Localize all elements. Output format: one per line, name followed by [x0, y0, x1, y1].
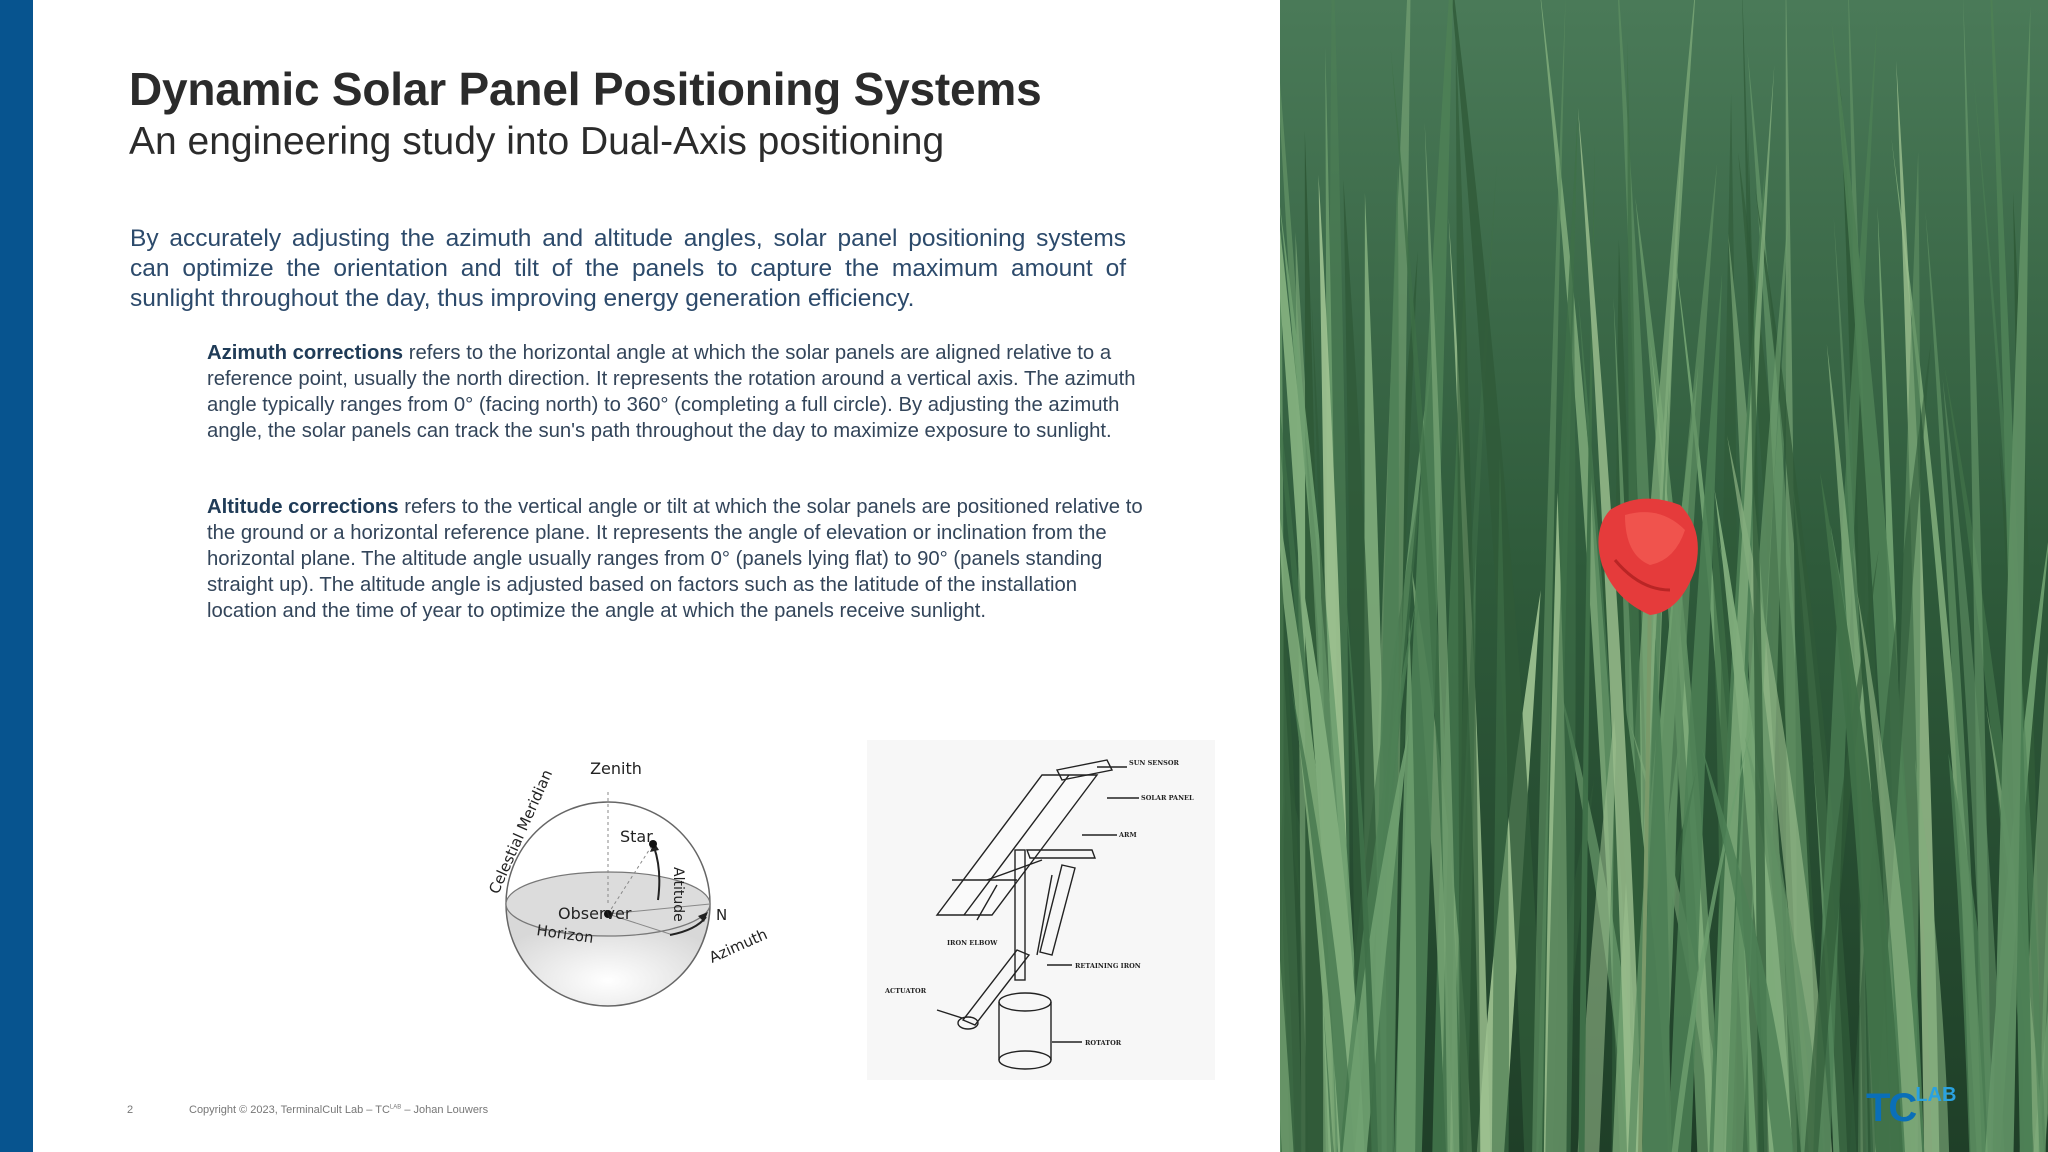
altitude-label: Altitude [670, 867, 686, 922]
azimuth-paragraph: Azimuth corrections refers to the horizo… [207, 340, 1147, 444]
altitude-text: refers to the vertical angle or tilt at … [207, 496, 1143, 622]
intro-paragraph: By accurately adjusting the azimuth and … [130, 225, 1126, 312]
rotator-label: ROTATOR [1085, 1039, 1122, 1047]
celestial-sphere-diagram: Zenith Celestial Meridian Star Altitude … [485, 759, 770, 1007]
grass-blade [1342, 729, 1409, 1152]
grass-blade [1424, 121, 1460, 1152]
grass-blade [1280, 549, 1309, 1152]
grass-blade [1491, 457, 1509, 1152]
north-label: N [716, 906, 727, 924]
grass-blade [1629, 722, 1728, 1152]
grass-blade [1280, 960, 1294, 1152]
grass-blade [1942, 378, 2005, 1152]
grass-poppy-photo [1280, 0, 2048, 1152]
arm-label: ARM [1118, 831, 1137, 839]
grass-blade [1578, 143, 1595, 1152]
grass-blade [1577, 686, 1618, 1152]
azimuth-label: Azimuth [706, 925, 770, 967]
grass-blade [1476, 589, 1541, 1152]
altitude-paragraph: Altitude corrections refers to the verti… [207, 494, 1147, 624]
slide-title: Dynamic Solar Panel Positioning Systems [129, 63, 1042, 115]
actuator-label: ACTUATOR [884, 987, 927, 995]
zenith-label: Zenith [590, 759, 642, 778]
grass-blade [1972, 59, 2046, 1152]
azimuth-line [607, 913, 674, 936]
grass-blade [1668, 272, 1723, 1152]
sun-sensor-label: SUN SENSOR [1129, 759, 1180, 767]
grass-blade [1344, 576, 1378, 1152]
azimuth-arrowhead [698, 912, 708, 922]
accent-bar [0, 0, 33, 1152]
grass-blade [1642, 637, 1670, 1152]
solar-panel-label: SOLAR PANEL [1141, 794, 1194, 802]
page-number: 2 [127, 1104, 134, 1116]
azimuth-term: Azimuth corrections [207, 342, 404, 364]
grass-blade [1748, 129, 1768, 1152]
solar-tracker-diagram: SUN SENSOR SOLAR PANEL ARM IRON ELBOW RE… [867, 740, 1215, 1080]
grass-blade [1713, 64, 1775, 1152]
observer-point [604, 910, 612, 918]
grass-blade [1914, 758, 1950, 1152]
north-line [607, 903, 711, 915]
grass-blade [1831, 20, 1925, 1152]
grass-blade [1545, 263, 1576, 1152]
grass-blade [1925, 210, 1982, 1152]
grass-blade [1671, 714, 1755, 1152]
slide-subtitle: An engineering study into Dual-Axis posi… [129, 120, 945, 163]
iron-elbow-label: IRON ELBOW [947, 939, 998, 947]
grass-blade [1291, 686, 1355, 1152]
grass-blade [1992, 5, 2031, 1152]
grass-blade [1396, 616, 1417, 1152]
grass-blade [1819, 471, 1903, 1152]
poppy-flower [1598, 498, 1698, 1152]
meridian-label: Celestial Meridian [485, 767, 556, 897]
grass-blade [1857, 590, 1923, 1152]
copyright-footer: Copyright © 2023, TerminalCult Lab – TCL… [189, 1104, 489, 1116]
azimuth-text: refers to the horizontal angle at which … [207, 342, 1136, 442]
slide: Dynamic Solar Panel Positioning Systems … [33, 0, 1280, 1152]
grass-blade [1297, 558, 1365, 1152]
altitude-term: Altitude corrections [207, 496, 399, 518]
altitude-arc [653, 846, 661, 901]
star-label: Star [620, 827, 653, 846]
grass-blade [1455, 33, 1481, 1152]
tclab-logo: TCLAB [1866, 1084, 1957, 1130]
grass-blade [1727, 435, 1833, 1152]
observer-label: Observer [558, 904, 632, 923]
grass-blade [1628, 735, 1657, 1152]
grass-blade [1804, 550, 1879, 1152]
retaining-iron-label: RETAINING IRON [1075, 962, 1141, 970]
star-point [649, 840, 657, 848]
grass-blade [1532, 0, 1566, 1152]
star-line [607, 843, 654, 915]
grass-blade [1700, 745, 1794, 1152]
grass-blade [1577, 106, 1643, 1152]
grass-blades [1280, 0, 2048, 1152]
